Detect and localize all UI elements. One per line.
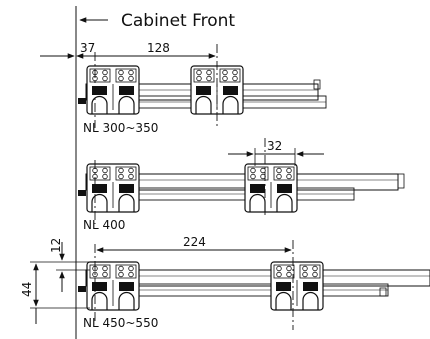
runner-nl-400 [78,163,405,213]
dim-224-label: 224 [183,235,206,249]
runner-label: NL 450~550 [83,316,158,330]
dim-128-label: 128 [147,41,170,55]
runner-label: NL 300~350 [83,121,158,135]
dim-12-label: 12 [49,238,63,253]
runner-nl-450-550 [78,261,430,311]
runner-label: NL 400 [83,218,125,232]
dim-32-label: 32 [267,139,282,153]
cabinet-front-label: Cabinet Front [121,11,235,31]
runner-nl-300-350 [78,65,327,115]
dim-44-label: 44 [20,282,34,297]
dim-37-label: 37 [80,41,95,55]
